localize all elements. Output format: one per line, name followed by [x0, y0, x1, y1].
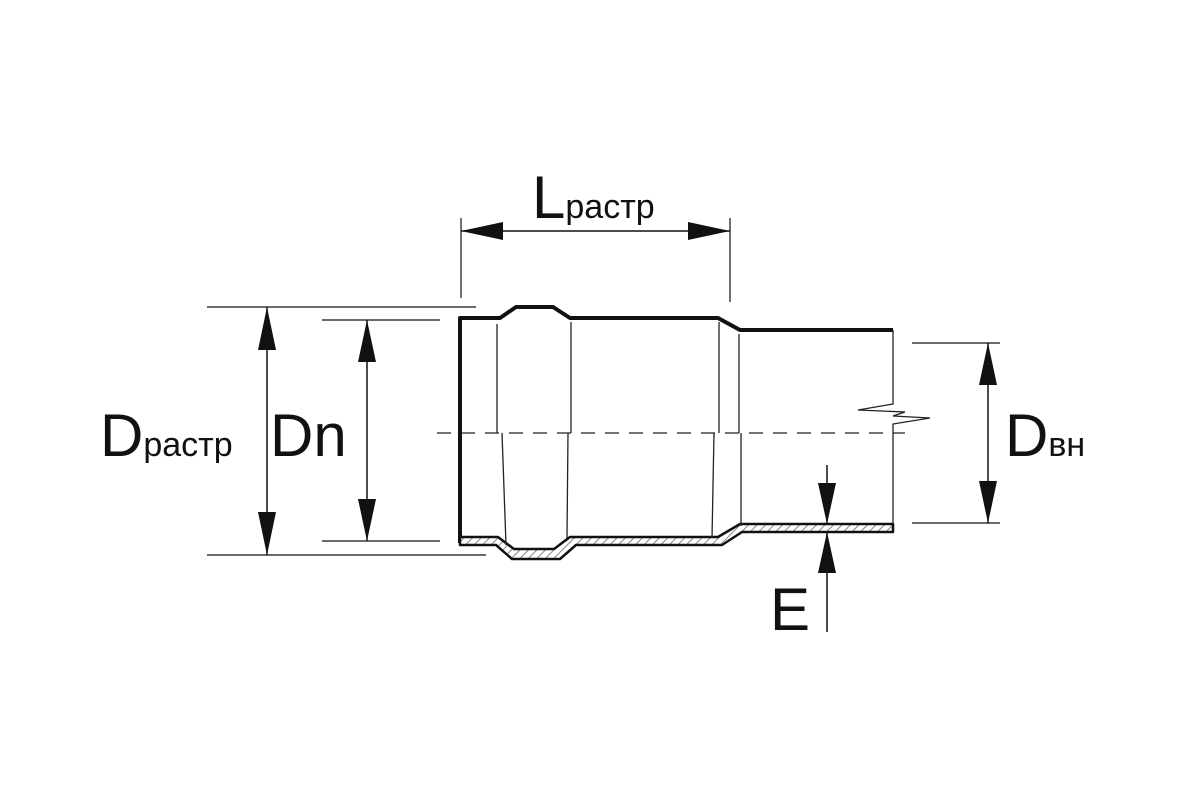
label-dn: Dn	[270, 402, 347, 469]
e-arrow-bottom	[818, 532, 836, 573]
pipe-top-contour	[458, 305, 893, 543]
label-d-inner: Dвн	[1005, 402, 1085, 469]
e-arrow-top	[818, 483, 836, 524]
d-inner-arrow-bottom	[979, 481, 997, 523]
l-socket-arrow-left	[461, 222, 503, 240]
pipe-bottom-wall	[458, 522, 895, 561]
d-socket-arrow-bottom	[258, 512, 276, 555]
d-inner-arrow-top	[979, 343, 997, 385]
dimension-d-inner	[912, 342, 1000, 524]
label-wall-e: E	[770, 576, 810, 643]
dn-arrow-bottom	[358, 499, 376, 541]
dimension-l-socket	[460, 218, 731, 302]
dimension-d-socket	[207, 306, 486, 556]
pipe-body	[458, 305, 931, 561]
dimension-dn	[322, 319, 440, 542]
seal-groove-line-low	[566, 432, 569, 539]
pipe-break-line	[857, 330, 931, 524]
label-d-socket: Dрастр	[100, 402, 233, 469]
dimension-wall-e	[818, 465, 836, 632]
socket-end-line-low	[711, 432, 715, 539]
l-socket-arrow-right	[688, 222, 730, 240]
dn-arrow-top	[358, 320, 376, 362]
d-socket-arrow-top	[258, 307, 276, 350]
label-l-socket: Lрастр	[532, 164, 655, 231]
bell-lip-inner-line-low	[501, 432, 507, 546]
